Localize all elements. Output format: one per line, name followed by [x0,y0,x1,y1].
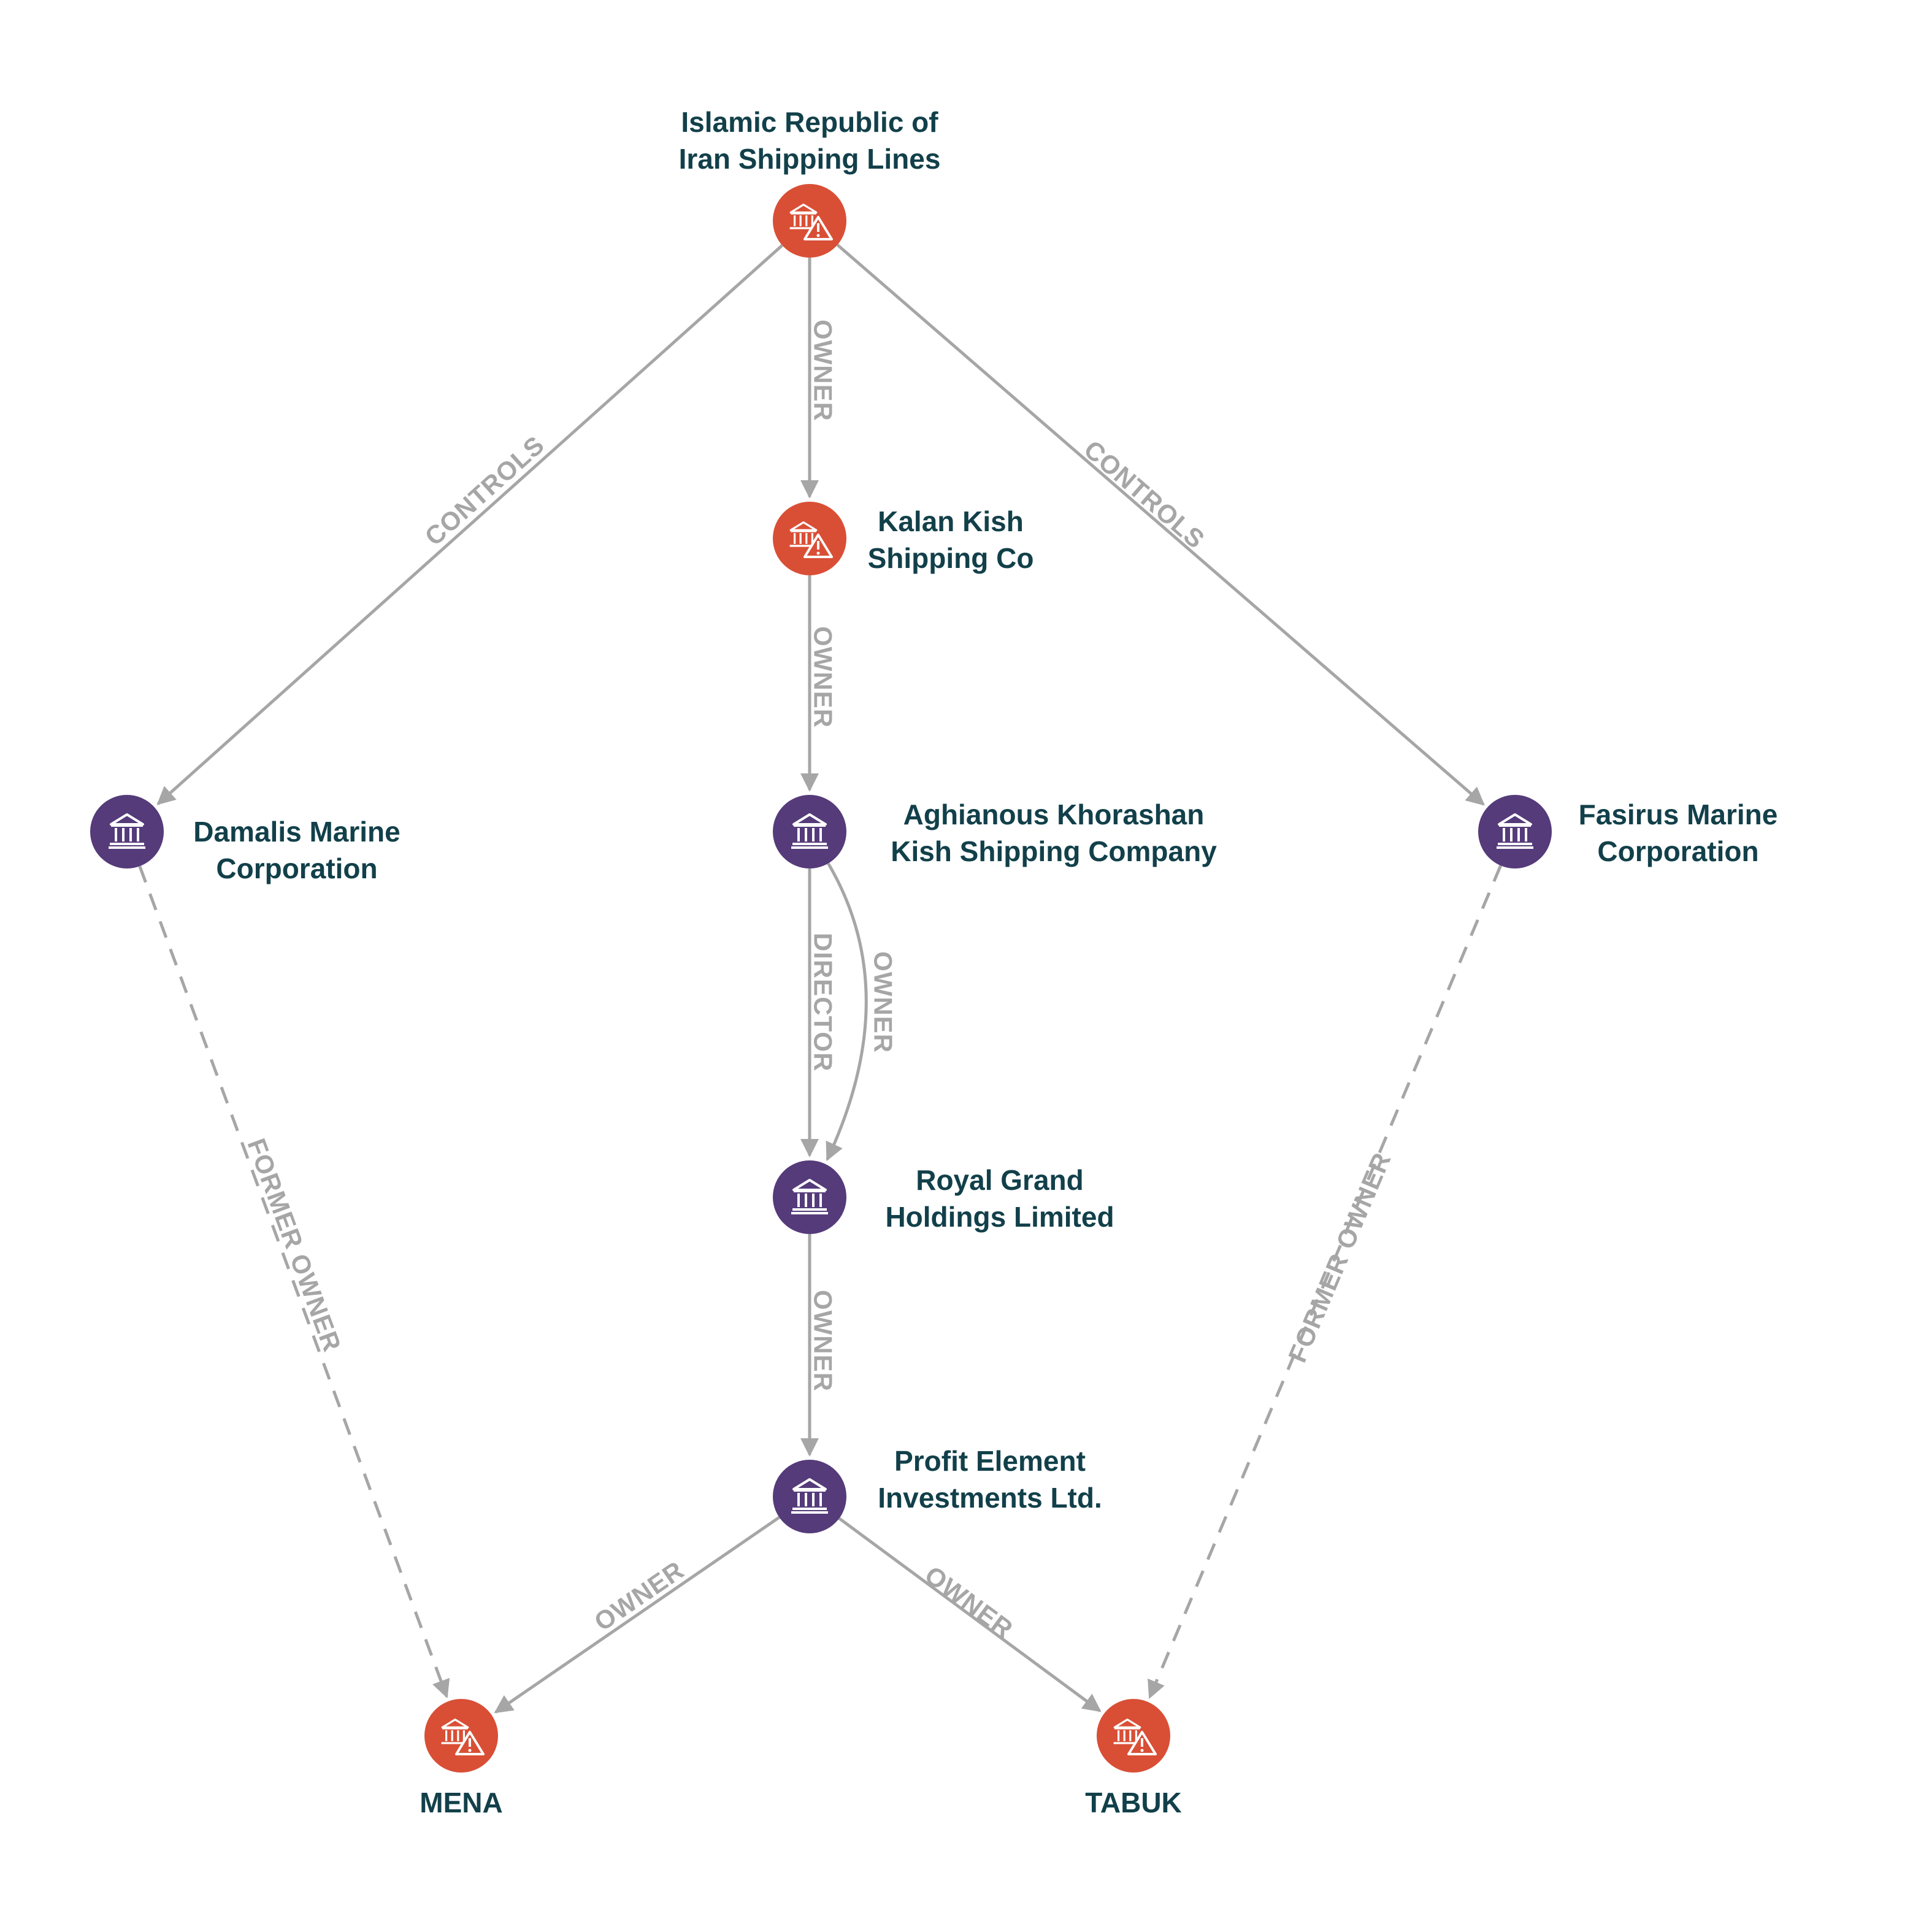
edge-damalis-mena [138,865,450,1699]
node-label-line: Corporation [216,853,377,884]
node-royal[interactable] [773,1160,846,1234]
node-circle[interactable] [1478,795,1552,868]
node-aghianous[interactable] [773,795,846,868]
edge-label-irisl-kalan: OWNER [809,320,838,421]
edges-layer [138,243,1502,1714]
edge-irisl-damalis [156,244,783,805]
node-label-line: Iran Shipping Lines [679,143,941,175]
node-label-line: Kalan Kish [878,505,1024,537]
node-label-line: Aghianous Khorashan [903,799,1205,830]
edge-aghianous-royal-owner [826,862,868,1162]
node-label-line: Holdings Limited [885,1201,1114,1233]
node-circle[interactable] [90,795,164,868]
node-label-mena: MENA [420,1787,502,1819]
node-kalan[interactable] [773,502,846,575]
edge-label-fasirus-tabuk: FORMER OWNER [1283,1148,1397,1367]
edge-irisl-fasirus [836,243,1485,806]
edge-label-profit-mena: OWNER [589,1555,689,1637]
node-label-line: Investments Ltd. [878,1482,1102,1514]
node-label-line: Islamic Republic of [681,106,938,138]
edge-fasirus-tabuk [1148,865,1502,1700]
edge-label-kalan-aghianous: OWNER [809,626,838,728]
edge-label-aghianous-royal-director: DIRECTOR [809,933,838,1072]
node-tabuk[interactable] [1097,1699,1170,1773]
edge-label-irisl-damalis: CONTROLS [420,430,550,551]
node-label-tabuk: TABUK [1085,1787,1182,1819]
node-circle[interactable] [424,1699,498,1773]
node-circle[interactable] [773,795,846,868]
node-circle[interactable] [773,1160,846,1234]
node-irisl[interactable] [773,184,846,258]
node-damalis[interactable] [90,795,164,868]
nodes-layer: Islamic Republic of Iran Shipping LinesKa… [90,106,1777,1819]
node-label-line: Shipping Co [868,542,1034,574]
node-circle[interactable] [773,184,846,258]
node-label-line: Profit Element [894,1445,1086,1477]
node-mena[interactable] [424,1699,498,1773]
node-label-line: Corporation [1597,835,1758,867]
edge-label-profit-tabuk: OWNER [919,1560,1018,1644]
edge-label-aghianous-royal-owner: OWNER [869,951,898,1053]
edge-label-royal-profit: OWNER [809,1290,838,1392]
edge-label-damalis-mena: FORMER OWNER [242,1135,347,1355]
node-label-line: Damalis Marine [193,816,400,848]
node-fasirus[interactable] [1478,795,1552,868]
node-circle[interactable] [773,1460,846,1533]
node-label-line: MENA [420,1787,502,1819]
edge-profit-tabuk [838,1517,1102,1712]
node-label-line: TABUK [1085,1787,1182,1819]
node-label-line: Fasirus Marine [1579,799,1778,830]
node-label-irisl: Islamic Republic of Iran Shipping Lines [679,106,941,175]
node-circle[interactable] [1097,1699,1170,1773]
node-circle[interactable] [773,502,846,575]
node-label-line: Royal Grand [916,1164,1084,1196]
node-label-line: Kish Shipping Company [891,835,1217,867]
edge-profit-mena [494,1516,780,1714]
edge-label-irisl-fasirus: CONTROLS [1079,434,1211,554]
node-profit[interactable] [773,1460,846,1533]
